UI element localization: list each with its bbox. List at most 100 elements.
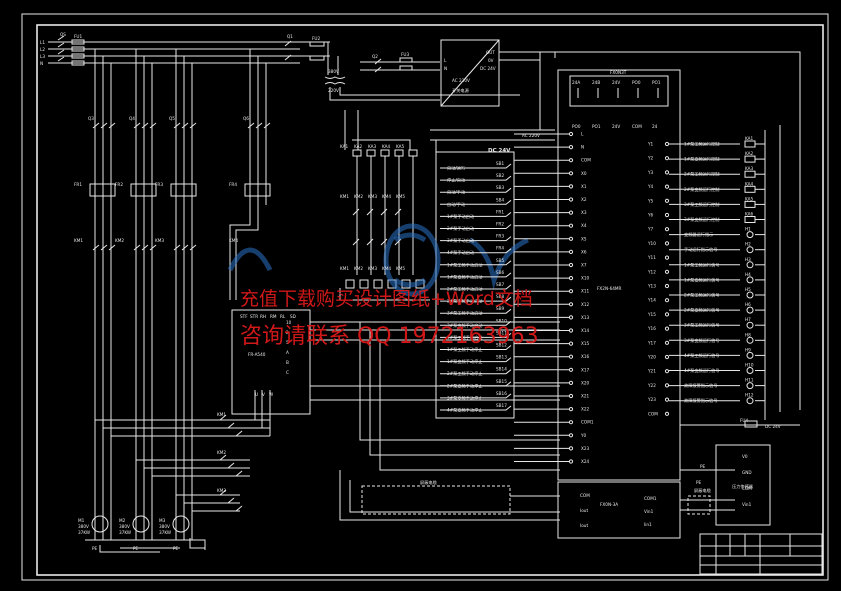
plc-top-pin: 24A <box>572 80 580 85</box>
plc-input-pin: X24 <box>581 459 590 464</box>
relay-coil <box>744 140 756 148</box>
fuse-label: FU2 <box>312 36 320 41</box>
sensor-title: 压力传感器 <box>732 483 754 490</box>
module-pin: Iout <box>580 508 588 513</box>
cable-label: 屏蔽电缆 <box>420 479 438 486</box>
input-device: SB9 <box>496 306 505 311</box>
relay-contact-label: KM5 <box>396 194 405 199</box>
motor-id: M1 <box>78 518 85 523</box>
vfd-pin: 2 <box>286 330 289 335</box>
plc-fx2n-64mr <box>557 69 681 481</box>
terminal <box>664 212 670 218</box>
terminal <box>568 236 574 241</box>
relay-coil-label: KA5 <box>396 144 405 149</box>
plc-output-pin: Y12 <box>647 269 656 274</box>
output-device: H11 <box>745 378 754 383</box>
psu-output: DC 24V <box>480 66 496 71</box>
inner-frame <box>36 24 824 576</box>
psu-pin: L <box>444 58 447 63</box>
sensor-pin: Vin1 <box>742 502 752 507</box>
vfd-output-pin: V <box>262 392 265 397</box>
relay-contact-label: KM2 <box>354 266 363 271</box>
plc-input-pin: X7 <box>581 263 587 268</box>
input-device: SB13 <box>496 355 507 360</box>
plc-output-pin: Y6 <box>647 213 654 218</box>
plc-output-pin: Y22 <box>647 383 656 388</box>
thermal-relay-label: FR2 <box>115 182 123 187</box>
terminal <box>664 255 670 260</box>
plc-top-pin: PO0 <box>572 124 581 129</box>
plc-input-pin: X0 <box>581 171 587 176</box>
plc-input-pin: X13 <box>581 315 590 320</box>
bus-label: L2 <box>40 47 45 52</box>
plc-input-pin: X16 <box>581 354 590 359</box>
plc-output-pin: Y17 <box>647 340 656 345</box>
terminal <box>664 298 670 303</box>
terminal <box>568 433 574 438</box>
input-device: SB4 <box>496 197 505 202</box>
input-device: SB10 <box>496 318 507 323</box>
input-switch <box>440 381 512 387</box>
plc-input-pin: X20 <box>581 380 590 385</box>
sensor-pe: PE <box>696 480 702 485</box>
plc-input-pin: X22 <box>581 407 590 412</box>
breaker-label: QS <box>60 32 66 37</box>
relay-coil-label: KA1 <box>340 144 349 149</box>
relay-coil-label: KA2 <box>354 144 363 149</box>
module-pin: COM <box>580 493 590 498</box>
vfd-left-pin: STF <box>240 314 248 319</box>
input-switch <box>440 212 512 217</box>
vfd-pin: B <box>286 360 289 365</box>
terminal <box>664 354 670 360</box>
bypass-contactor-label: KM2 <box>217 450 226 455</box>
input-switch <box>440 163 512 169</box>
input-device: SB15 <box>496 379 507 384</box>
input-switch <box>440 308 512 314</box>
relay-coil-label: KA4 <box>382 144 391 149</box>
motor-voltage: 380V <box>78 524 89 529</box>
breaker-label: Q1 <box>287 34 293 39</box>
motor-breaker-label: Q3 <box>88 116 94 121</box>
plc-input-pin: X11 <box>581 289 590 294</box>
output-device: H4 <box>745 272 751 277</box>
vfd-pin: 10 <box>286 320 292 325</box>
output-device: H12 <box>745 393 754 398</box>
terminal <box>664 369 670 374</box>
terminal <box>664 312 670 317</box>
psu-input: AC 220V <box>452 78 470 83</box>
contactor-label: KM3 <box>155 238 164 243</box>
output-device: KA5 <box>745 196 754 201</box>
plc-output-pin: Y23 <box>647 397 656 402</box>
indicator-lamp <box>746 276 754 284</box>
terminal <box>568 302 574 307</box>
plc-input-pin: X17 <box>581 367 590 372</box>
output-device: H5 <box>745 287 751 292</box>
plc-top-pin: 24 <box>652 124 658 129</box>
terminal <box>568 393 574 399</box>
motor-voltage: 380V <box>159 524 170 529</box>
terminal <box>568 249 574 254</box>
relay-contact-label: KM4 <box>382 266 391 271</box>
terminal <box>568 367 574 372</box>
relay-coil <box>744 216 756 223</box>
plc-input-pin: X1 <box>581 184 587 189</box>
psu-pin: OUT <box>486 50 495 55</box>
watermark-line-2: 咨询请联系 QQ 1972163963 <box>240 324 539 349</box>
input-switch <box>440 333 512 338</box>
terminal <box>568 380 574 385</box>
terminal <box>568 407 574 412</box>
input-switch <box>440 320 512 326</box>
plc-input-pin: Y0 <box>580 433 587 438</box>
terminal <box>664 269 670 274</box>
terminal <box>568 197 574 202</box>
output-device: H2 <box>745 242 751 247</box>
switching-power-supply <box>440 39 500 107</box>
control-supply <box>284 39 801 410</box>
terminal <box>568 354 574 359</box>
input-device: SB12 <box>496 343 507 348</box>
indicator-lamp <box>746 291 754 299</box>
breaker-label: Q2 <box>372 54 378 59</box>
vfd-fr-a540 <box>231 309 311 415</box>
vfd-left-pin: RM <box>270 314 277 319</box>
pe-label: PE <box>700 464 706 469</box>
